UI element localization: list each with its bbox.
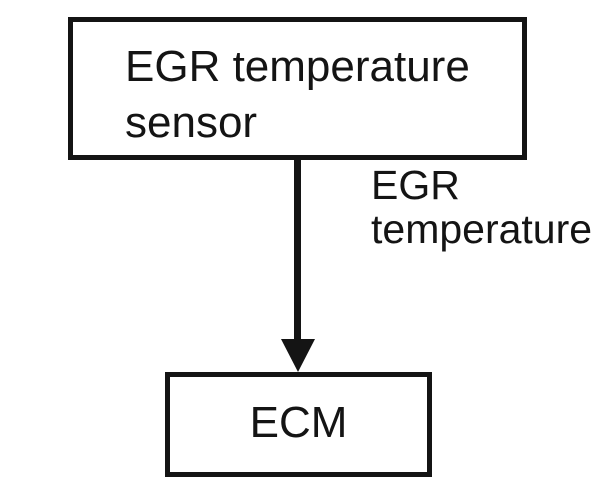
sensor-label-line1: EGR temperature: [125, 42, 470, 91]
connector-line: [294, 158, 301, 350]
sensor-label-line2: sensor: [125, 98, 258, 148]
ecm-label: ECM: [249, 397, 348, 447]
arrowhead-down-icon: [281, 339, 315, 372]
ecm-box: ECM: [165, 372, 432, 477]
connector-label: EGR temperature: [371, 162, 593, 252]
connector-label-line2: temperature: [371, 205, 593, 252]
egr-temperature-sensor-box: EGR temperature sensor: [68, 17, 527, 160]
egr-temperature-sensor-label: EGR temperature sensor: [73, 22, 522, 152]
connector-label-line1: EGR: [371, 162, 460, 208]
